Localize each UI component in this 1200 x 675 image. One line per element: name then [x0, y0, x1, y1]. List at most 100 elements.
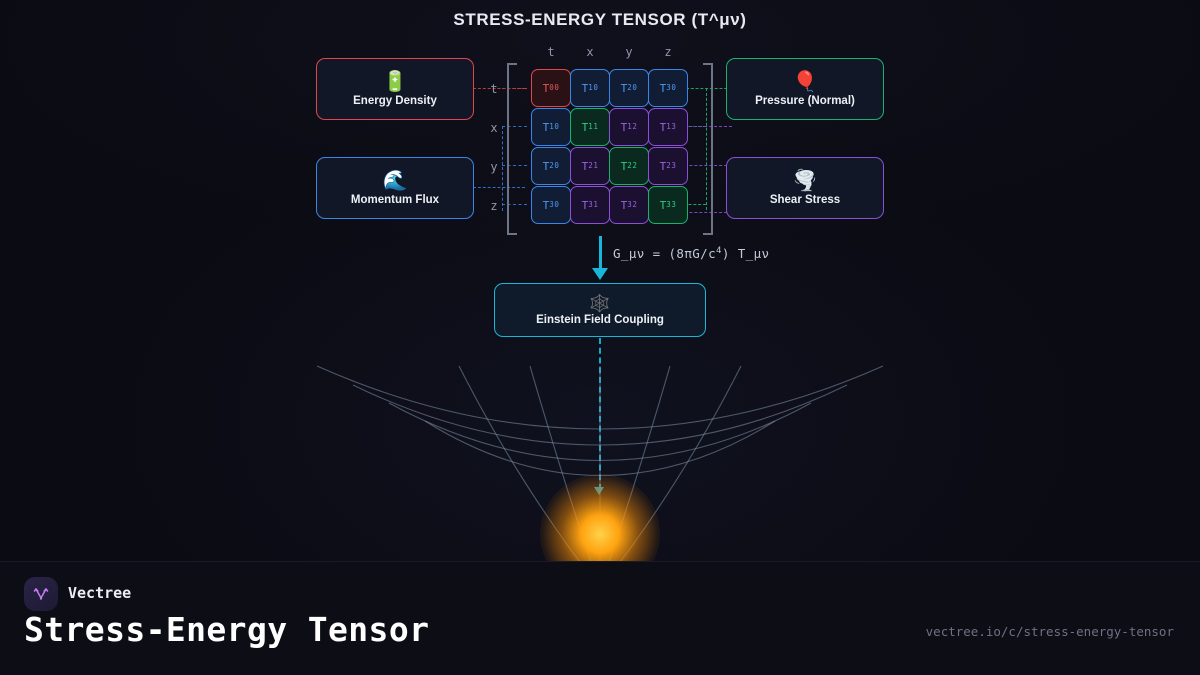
- cell-base: T: [659, 159, 667, 173]
- cell-subscript: 2: [632, 122, 638, 132]
- equation-exponent: 4: [716, 246, 722, 256]
- einstein-field-coupling-box[interactable]: 🕸️ Einstein Field Coupling: [494, 283, 706, 337]
- cell-superscript: 1: [549, 122, 555, 132]
- cell-subscript: 0: [671, 83, 677, 93]
- concept-label: Momentum Flux: [350, 193, 440, 206]
- einstein-label: Einstein Field Coupling: [536, 313, 664, 326]
- connector-shear-row3: [645, 212, 732, 213]
- cell-superscript: 1: [588, 83, 594, 93]
- cell-subscript: 0: [554, 161, 560, 171]
- equation-tail: ) T_μν: [721, 246, 770, 262]
- wave-icon: 🌊: [382, 169, 408, 192]
- cell-base: T: [659, 81, 667, 95]
- cell-superscript: 0: [549, 83, 555, 93]
- cell-subscript: 0: [632, 83, 638, 93]
- concept-label: Energy Density: [353, 94, 437, 107]
- cell-superscript: 3: [666, 83, 672, 93]
- cell-base: T: [659, 120, 667, 134]
- connector-momentum-x: [502, 126, 527, 127]
- cell-superscript: 2: [549, 161, 555, 171]
- cell-base: T: [542, 159, 550, 173]
- cell-base: T: [620, 159, 628, 173]
- cell-base: T: [620, 81, 628, 95]
- concept-label: Shear Stress: [769, 193, 841, 206]
- flow-arrow-shaft: [599, 236, 602, 272]
- cell-subscript: 3: [671, 122, 677, 132]
- cell-superscript: 1: [666, 122, 672, 132]
- cell-base: T: [581, 81, 589, 95]
- cell-base: T: [542, 81, 550, 95]
- concept-momentum-flux[interactable]: 🌊 Momentum Flux: [316, 157, 474, 219]
- matrix-row-header-z: z: [490, 199, 498, 213]
- tornado-icon: 🌪️: [792, 169, 818, 192]
- matrix-col-header-t: t: [547, 45, 555, 59]
- connector-momentum-flux: [473, 187, 525, 188]
- vectree-mark-dot: [39, 597, 43, 600]
- matrix-col-header-x: x: [586, 45, 594, 59]
- cell-subscript: 1: [593, 200, 599, 210]
- cell-superscript: 2: [588, 161, 594, 171]
- connector-momentum-z: [502, 204, 527, 205]
- spider-web-icon: 🕸️: [589, 293, 611, 313]
- matrix-col-header-y: y: [625, 45, 633, 59]
- flow-arrow-head: [592, 268, 608, 280]
- cell-base: T: [581, 198, 589, 212]
- concept-shear-stress[interactable]: 🌪️ Shear Stress: [726, 157, 884, 219]
- footer-bar: [0, 561, 1200, 675]
- matrix-row-header-y: y: [490, 160, 498, 174]
- connector-energy-row: [502, 88, 527, 89]
- concept-energy-density[interactable]: 🔋 Energy Density: [316, 58, 474, 120]
- cell-base: T: [659, 198, 667, 212]
- cell-subscript: 0: [554, 122, 560, 132]
- vectree-logo: [24, 577, 58, 611]
- cell-superscript: 3: [549, 200, 555, 210]
- matrix-col-header-z: z: [664, 45, 672, 59]
- brand-name: Vectree: [68, 584, 132, 602]
- footer-headline: Stress-Energy Tensor: [24, 610, 430, 649]
- cell-superscript: 1: [627, 122, 633, 132]
- cell-subscript: 0: [554, 83, 560, 93]
- cell-base: T: [581, 120, 589, 134]
- cell-subscript: 1: [593, 161, 599, 171]
- matrix-bracket-left: [507, 63, 517, 235]
- vectree-mark-icon: [33, 588, 49, 600]
- equation-lead: G_μν = (8πG/c: [613, 246, 717, 262]
- cell-superscript: 3: [666, 200, 672, 210]
- cell-superscript: 2: [627, 83, 633, 93]
- connector-momentum-y: [502, 165, 527, 166]
- balloon-icon: 🎈: [792, 70, 818, 93]
- cell-superscript: 2: [627, 161, 633, 171]
- connector-pressure-top: [686, 88, 732, 89]
- concept-pressure-normal[interactable]: 🎈 Pressure (Normal): [726, 58, 884, 120]
- cell-subscript: 0: [593, 83, 599, 93]
- cell-superscript: 1: [588, 122, 594, 132]
- connector-energy-density: [473, 88, 525, 89]
- cell-base: T: [620, 198, 628, 212]
- connector-shear-row2: [645, 165, 732, 166]
- cell-base: T: [620, 120, 628, 134]
- connector-momentum-vertical: [502, 126, 503, 211]
- footer-url: vectree.io/c/stress-energy-tensor: [925, 624, 1174, 639]
- cell-base: T: [542, 120, 550, 134]
- cell-superscript: 3: [588, 200, 594, 210]
- connector-pressure-vertical: [706, 88, 707, 210]
- cell-base: T: [542, 198, 550, 212]
